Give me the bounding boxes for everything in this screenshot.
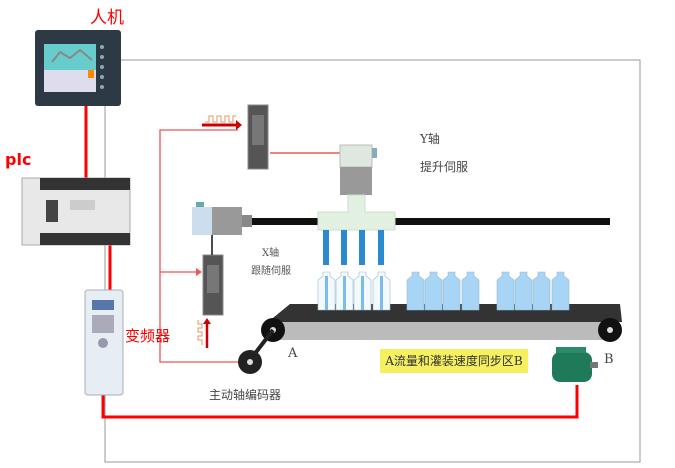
sync-zone-label: A流量和灌装速度同步区B — [380, 349, 528, 373]
x-servo-label: 跟随伺服 — [251, 266, 291, 277]
pulse-wave-icon — [197, 320, 203, 345]
y-servo-motor — [339, 144, 377, 195]
liquid-stream — [325, 276, 328, 310]
filled-bottle — [424, 271, 443, 311]
arrow-head-icon — [203, 318, 211, 324]
bottles — [317, 271, 570, 311]
filled-bottle — [461, 271, 480, 311]
inverter-motor-wire — [101, 370, 579, 419]
gantry-beam — [240, 218, 610, 225]
point-b-label: B — [604, 352, 614, 367]
filling-nozzles — [323, 230, 384, 265]
filled-bottle — [532, 271, 551, 311]
filled-bottle — [406, 271, 425, 311]
encoder-label: 主动轴编码器 — [209, 388, 282, 402]
x-axis-label: X轴 — [262, 248, 280, 259]
communication-frame-line — [104, 59, 641, 463]
belt-roller-b — [598, 318, 622, 342]
inverter-label: 变频器 — [125, 327, 171, 345]
filled-bottle — [442, 271, 461, 311]
pulse-wave-icon — [205, 115, 236, 123]
x-servo-motor — [192, 202, 252, 235]
arrow-head-icon — [196, 268, 202, 276]
hmi-touchscreen — [35, 30, 121, 106]
encoder-signal-wire — [159, 129, 240, 363]
y-servo-drive — [247, 104, 269, 170]
conveyor-motor — [552, 347, 598, 382]
filled-bottle — [551, 271, 570, 311]
liquid-stream — [361, 276, 364, 310]
x-servo-drive — [202, 254, 224, 316]
filled-bottle — [514, 271, 533, 311]
y-axis-label: Y轴 — [420, 132, 440, 146]
liquid-stream — [380, 276, 383, 310]
conveyor-belt-bottom — [272, 322, 612, 340]
filled-bottle — [496, 271, 515, 311]
master-axis-encoder — [238, 350, 262, 374]
hmi-label: 人机 — [90, 8, 124, 28]
liquid-stream — [343, 276, 346, 310]
point-a-label: A — [288, 346, 298, 361]
filling-carriage — [317, 194, 396, 231]
y-servo-label: 提升伺服 — [420, 160, 469, 174]
inverter-drive — [84, 289, 124, 396]
arrow-head-icon — [236, 120, 242, 130]
plc-label: plc — [5, 150, 32, 169]
plc-controller — [21, 177, 131, 246]
